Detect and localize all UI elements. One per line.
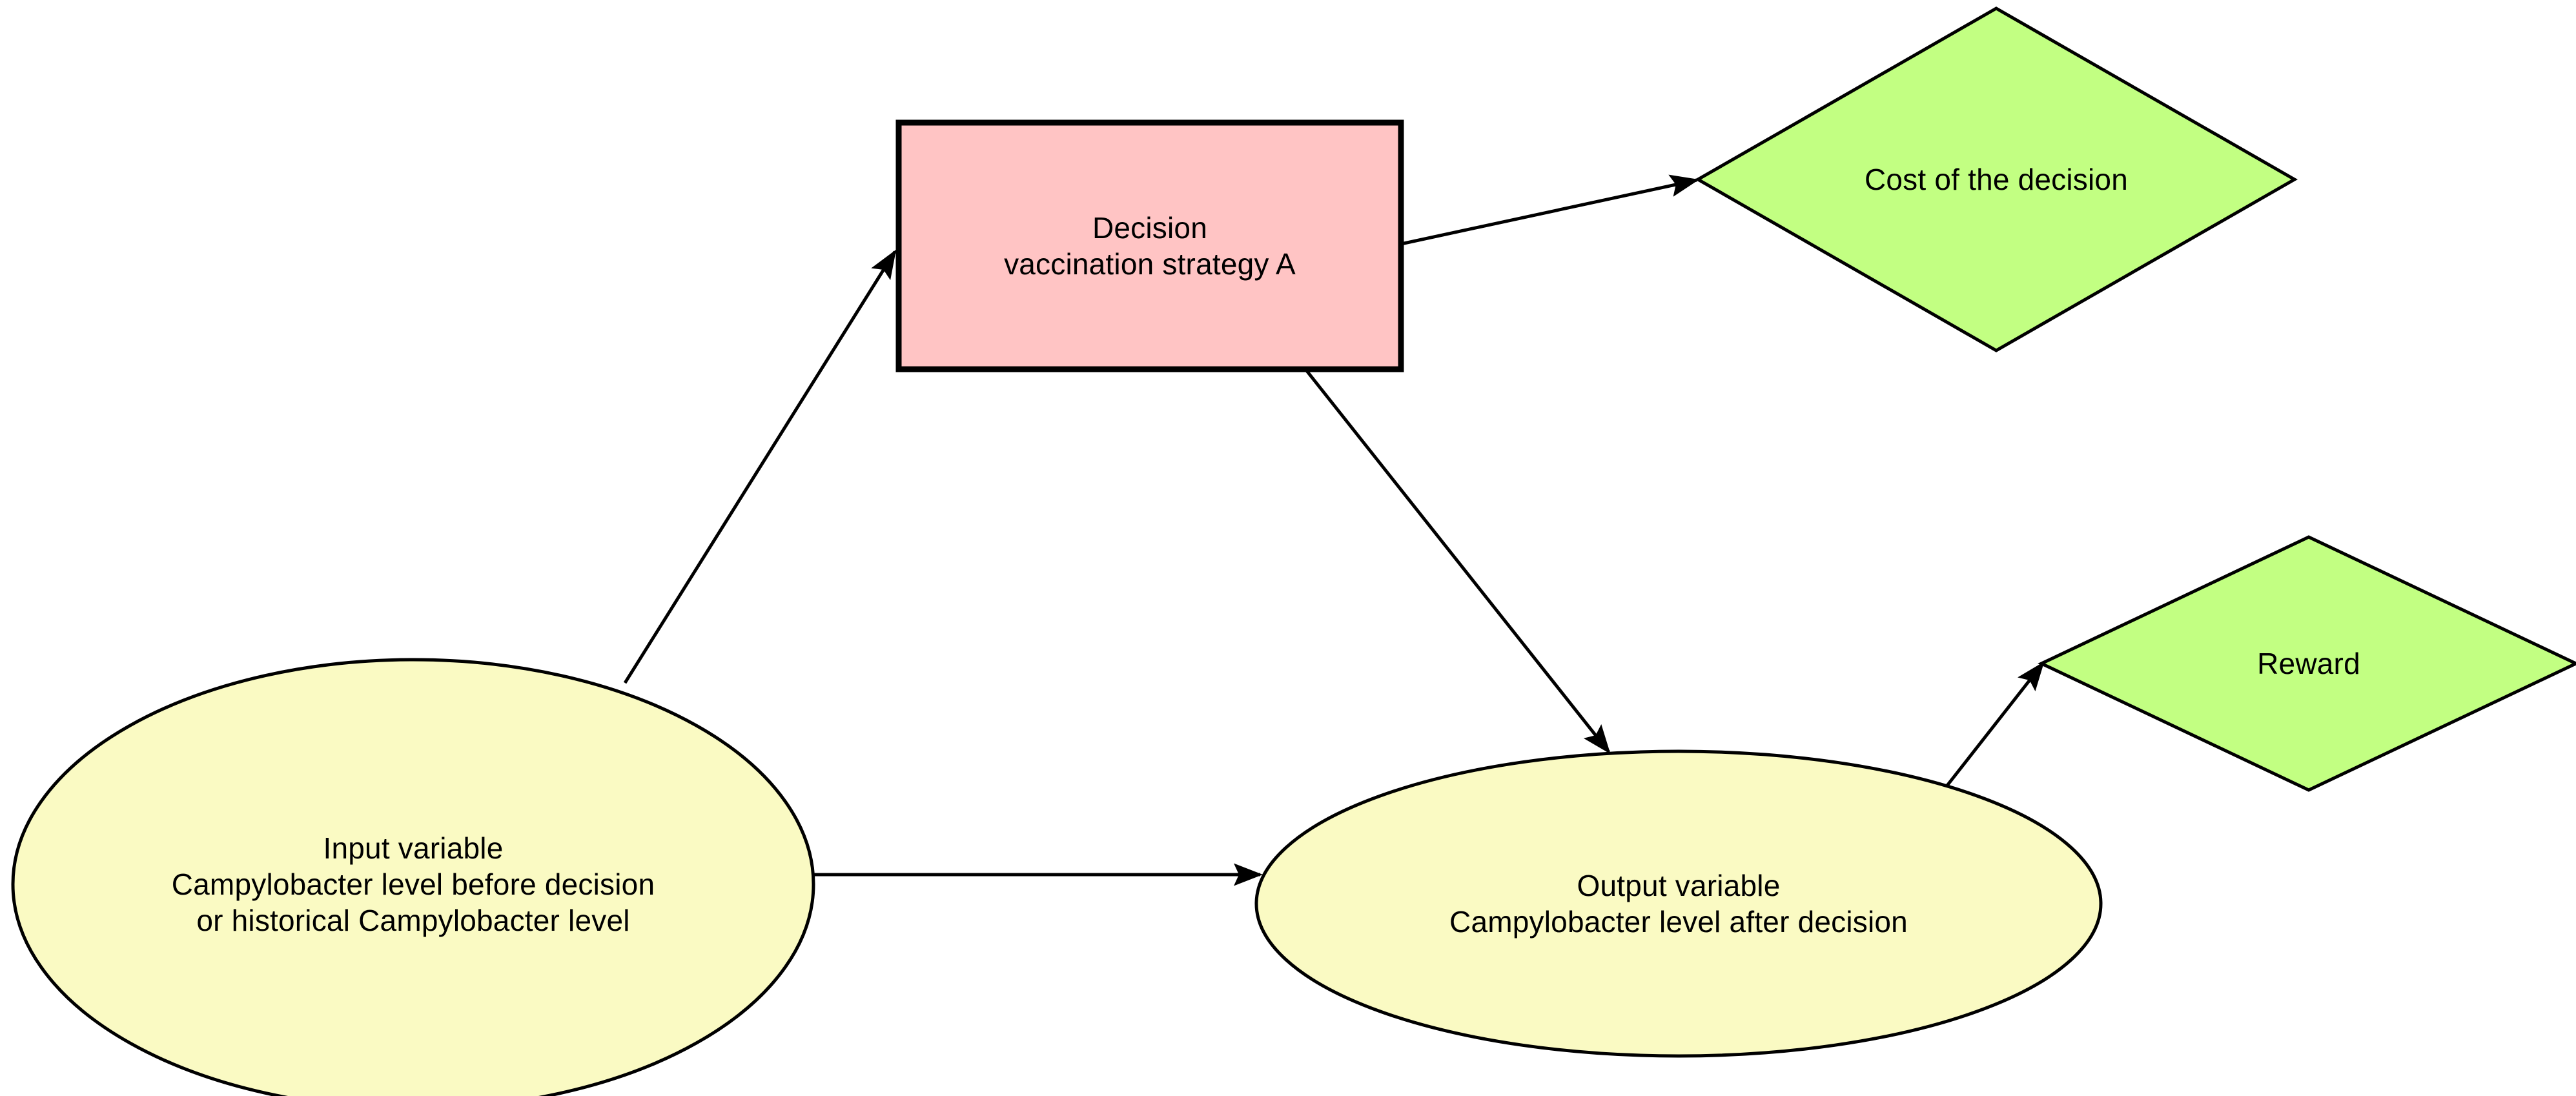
edge-decision-to-output: [1304, 368, 1611, 755]
node-shape-decision-box[interactable]: [895, 119, 1404, 372]
edge-input-to-decision: [623, 249, 897, 684]
node-shape-output-variable[interactable]: [1254, 749, 2103, 1058]
node-shape-reward-diamond[interactable]: [2038, 535, 2576, 792]
edge-decision-to-cost: [1400, 174, 1699, 246]
shapes-layer: [11, 6, 2576, 1096]
node-shape-input-variable[interactable]: [11, 658, 815, 1096]
node-shape-cost-diamond[interactable]: [1694, 6, 2298, 352]
edges-layer: [623, 174, 2045, 886]
edge-output-to-reward: [1943, 661, 2045, 790]
